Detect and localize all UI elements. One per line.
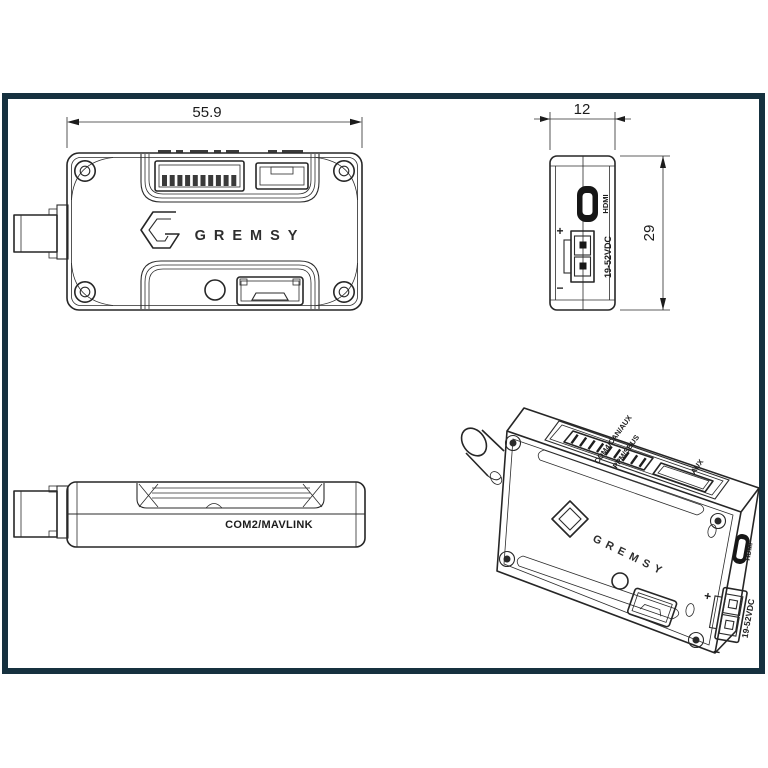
iso-10-pin-connector [563, 430, 654, 471]
iso-micro-hdmi-port [732, 534, 750, 564]
iso-power-minus-mark: − [712, 645, 721, 660]
screw-top-left-icon [74, 160, 97, 183]
iso-power-connector [708, 586, 748, 644]
iso-power-voltage-label: 19-52VDC [740, 598, 757, 639]
iso-power-plus-mark: + [703, 589, 712, 604]
side-view: 12 HDMI + − 19-52VDC 29 [534, 101, 670, 311]
screw-bottom-right-icon [332, 280, 355, 303]
side-width-value: 12 [574, 101, 591, 118]
iso-gremsy-logo-icon [551, 500, 589, 538]
iso-screw-bottom-left-icon [498, 550, 516, 568]
top-slot-recess [136, 483, 325, 509]
front-device-body [66, 152, 363, 311]
profile-device-body [66, 481, 366, 548]
front-width-value: 55.9 [192, 104, 221, 121]
brand-text-front: GREMSY [195, 228, 306, 244]
iso-front-recess-lines [516, 449, 705, 620]
iso-bottom-connector [626, 587, 678, 628]
hdmi-label: HDMI [601, 194, 610, 213]
iso-cable-gland [460, 427, 505, 485]
power-voltage-label: 19-52VDC [603, 235, 613, 278]
iso-hdmi-label: HDMI [745, 542, 755, 561]
profile-view: COM2/MAVLINK [13, 481, 366, 548]
silkscreen-marks [158, 150, 303, 153]
iso-screw-top-left-icon [504, 434, 522, 452]
power-plus-mark: + [556, 224, 563, 238]
iso-screw-bottom-right-icon [687, 631, 705, 649]
bottom-connector-recess [140, 260, 320, 309]
width-dimension-side: 12 [534, 101, 631, 150]
4-pin-connector [255, 162, 309, 190]
power-connector [563, 230, 595, 283]
micro-hdmi-port [577, 186, 598, 222]
10-pin-connector [154, 160, 245, 192]
side-device-body [549, 155, 616, 311]
iso-vent-hole-top [707, 524, 717, 538]
isometric-view: COM4/CAN/AUX PPM/SBUS AUX GREMSY HDMI + … [460, 407, 760, 660]
width-dimension-front: 55.9 [66, 104, 363, 148]
height-dimension-side: 29 [620, 155, 670, 311]
button-circle [204, 279, 226, 301]
gremsy-logo-icon [140, 211, 180, 249]
power-minus-mark: − [556, 281, 563, 295]
iso-button-circle [611, 572, 629, 590]
iso-vent-hole-bottom [685, 603, 695, 617]
com2-mavlink-label: COM2/MAVLINK [225, 519, 313, 531]
iso-aux-connector [652, 462, 714, 493]
top-connector-recess [140, 154, 320, 203]
front-view: 55.9 GREMSY [13, 104, 363, 311]
bottom-connector [236, 276, 304, 306]
cable-gland-profile [13, 485, 69, 539]
cable-gland-front [13, 204, 69, 260]
side-height-value: 29 [641, 225, 658, 242]
screw-top-right-icon [332, 160, 355, 183]
iso-screw-top-right-icon [709, 512, 727, 530]
screw-bottom-left-icon [74, 280, 97, 303]
